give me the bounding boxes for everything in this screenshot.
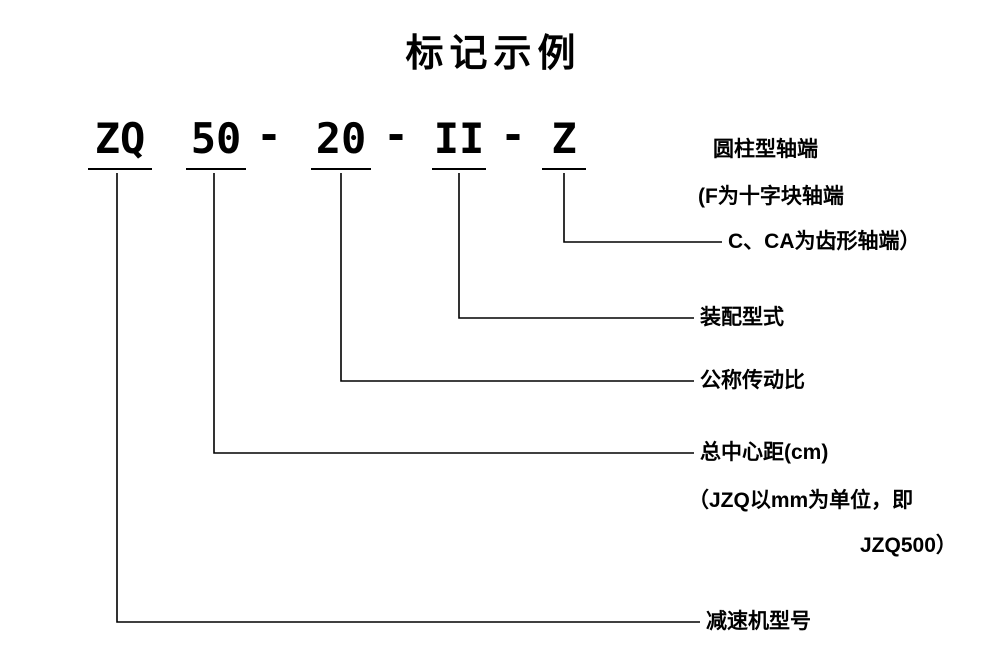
- code-separator: -: [500, 110, 526, 159]
- connector-center-distance: [213, 173, 694, 454]
- code-segment-ratio: 20: [311, 115, 371, 171]
- code-segment-shaft-end: Z: [542, 115, 586, 171]
- connector-shaft-end: [563, 173, 722, 243]
- diagram-title: 标记示例: [405, 33, 582, 75]
- label-nominal-ratio: 公称传动比: [700, 369, 805, 392]
- code-segment-model-prefix: ZQ: [88, 115, 152, 171]
- label-center-distance-line3: JZQ500）: [860, 534, 957, 557]
- code-separator: -: [383, 110, 409, 159]
- label-shaft-end-line1: 圆柱型轴端: [713, 138, 818, 161]
- label-shaft-end-line3: C、CA为齿形轴端）: [728, 230, 921, 253]
- connector-model: [116, 173, 700, 623]
- code-segment-center-distance: 50: [186, 115, 246, 171]
- code-segment-assembly: II: [432, 115, 486, 171]
- code-separator: -: [256, 110, 282, 159]
- connector-assembly: [458, 173, 694, 319]
- label-center-distance-line2: （JZQ以mm为单位，即: [688, 489, 914, 512]
- label-shaft-end-line2: (F为十字块轴端: [698, 185, 844, 208]
- connector-ratio: [340, 173, 694, 382]
- label-assembly-type: 装配型式: [700, 306, 784, 329]
- label-center-distance-line1: 总中心距(cm): [700, 441, 829, 464]
- label-reducer-model: 减速机型号: [706, 610, 811, 633]
